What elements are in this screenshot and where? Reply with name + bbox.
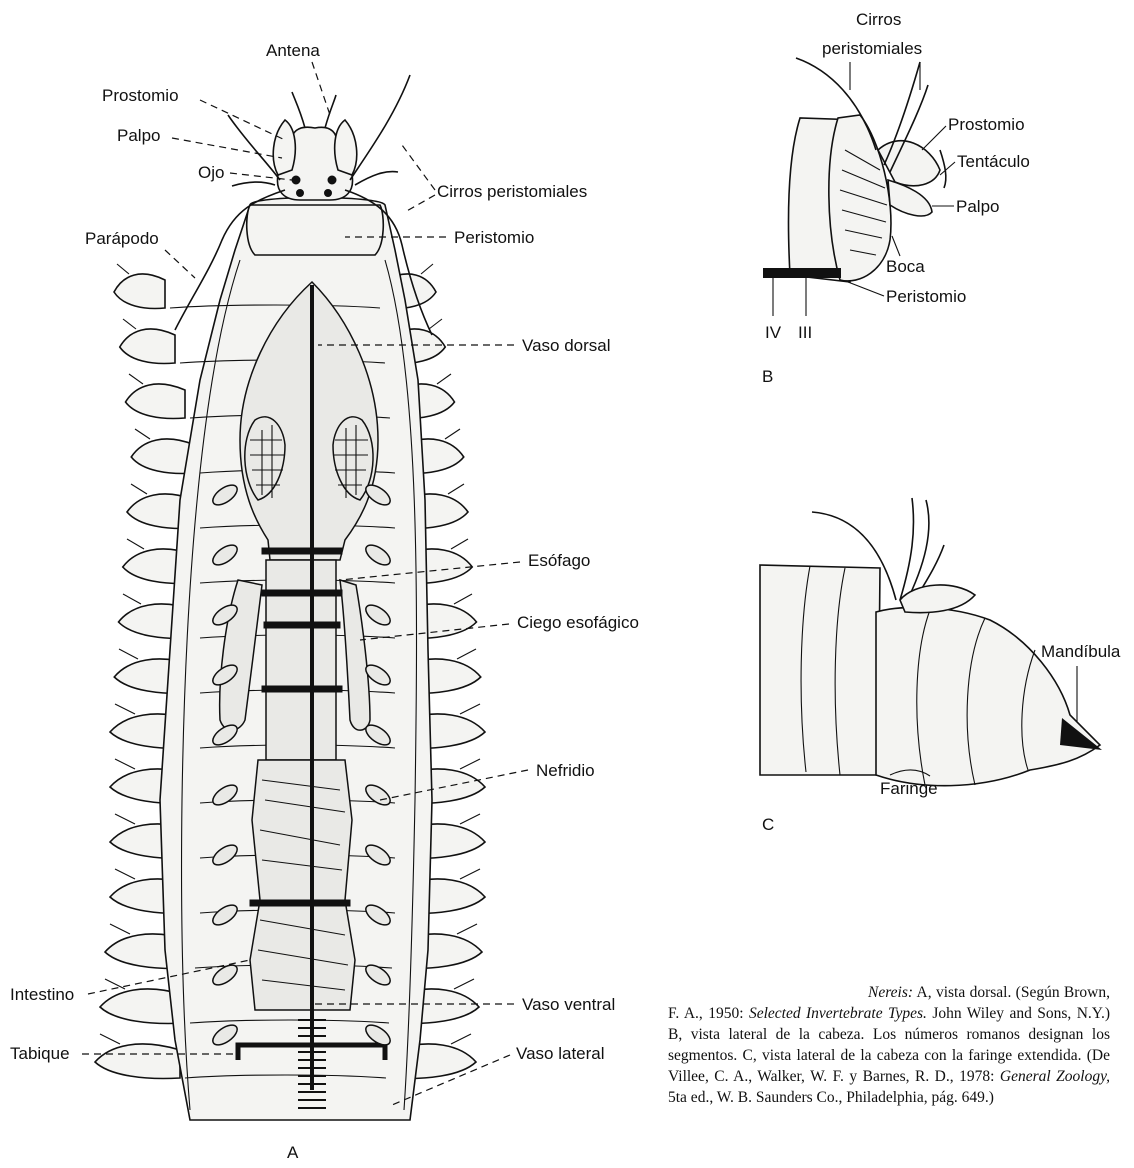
parapodium-seta-left xyxy=(123,594,141,604)
parapodium-seta-right xyxy=(437,374,451,384)
parapodium-left xyxy=(95,1044,180,1078)
label-seg-iv: IV xyxy=(765,323,782,342)
peristomium xyxy=(247,205,384,255)
label-parapodo: Parápodo xyxy=(85,229,159,248)
panel-letter-b: B xyxy=(762,367,773,386)
label-ojo: Ojo xyxy=(198,163,224,182)
mandible-c xyxy=(1060,718,1102,750)
parapodium-seta-right xyxy=(451,1034,471,1044)
label-prostomio-a: Prostomio xyxy=(102,86,179,105)
label-ciego: Ciego esofágico xyxy=(517,613,639,632)
caption-book1: Selected Invertebrate Types. xyxy=(749,1005,927,1022)
parapodium-seta-left xyxy=(110,924,130,934)
label-intestino: Intestino xyxy=(10,985,74,1004)
label-peristomio-b: Peristomio xyxy=(886,287,966,306)
parapodium-seta-right xyxy=(460,814,480,824)
parapodium-seta-right xyxy=(421,264,433,274)
parapodium-seta-left xyxy=(129,374,143,384)
parapodium-seta-left xyxy=(135,429,150,439)
label-antena: Antena xyxy=(266,41,320,60)
parapodium-seta-left xyxy=(115,704,135,714)
palp-left xyxy=(273,120,295,175)
label-nefridio: Nefridio xyxy=(536,761,595,780)
head-pharynx-view: Mandíbula Faringe C xyxy=(760,498,1121,834)
peristomium-b xyxy=(829,115,891,281)
parapodium-seta-right xyxy=(445,429,460,439)
panel-letter-a: A xyxy=(287,1143,299,1162)
parapodium-seta-left xyxy=(100,1034,120,1044)
prostomium-c xyxy=(900,585,975,613)
label-cirros-a: Cirros peristomiales xyxy=(437,182,587,201)
parapodium-seta-left xyxy=(115,759,135,769)
parapodium-left xyxy=(114,274,165,308)
figure-caption: Nereis: A, vista dorsal. (Según Brown, F… xyxy=(668,982,1110,1108)
label-cirros-b1: Cirros xyxy=(856,10,901,29)
label-palpo-b: Palpo xyxy=(956,197,999,216)
parapodium-seta-left xyxy=(115,814,135,824)
palp-right xyxy=(335,120,357,175)
parapodium-left xyxy=(126,384,186,418)
parapodium-seta-left xyxy=(119,649,138,659)
label-peristomio-a: Peristomio xyxy=(454,228,534,247)
parapodium-seta-right xyxy=(457,924,477,934)
parapodium-seta-left xyxy=(105,979,125,989)
parapodium-seta-right xyxy=(451,539,468,549)
parapodium-seta-right xyxy=(429,319,442,329)
panel-letter-c: C xyxy=(762,815,774,834)
label-vaso-ventral: Vaso ventral xyxy=(522,995,615,1014)
caption-book2: General Zoology, xyxy=(1000,1068,1110,1085)
label-tabique: Tabique xyxy=(10,1044,70,1063)
label-seg-iii: III xyxy=(798,323,812,342)
parapodium-seta-right xyxy=(454,594,472,604)
intestine xyxy=(250,760,355,1010)
label-esofago: Esófago xyxy=(528,551,590,570)
label-vaso-lateral: Vaso lateral xyxy=(516,1044,605,1063)
label-tentaculo: Tentáculo xyxy=(957,152,1030,171)
caption-genus: Nereis: xyxy=(868,984,913,1001)
label-vaso-dorsal: Vaso dorsal xyxy=(522,336,611,355)
parapodium-seta-right xyxy=(460,869,480,879)
parapodium-seta-right xyxy=(454,979,474,989)
parapodium-seta-right xyxy=(460,704,480,714)
label-cirros-b2: peristomiales xyxy=(822,39,922,58)
pharynx-c xyxy=(876,607,1100,785)
parapodium-seta-right xyxy=(448,484,464,494)
parapodium-seta-left xyxy=(117,264,129,274)
parapodium-left xyxy=(120,329,175,363)
parapodium-seta-left xyxy=(131,484,147,494)
parapodium-seta-left xyxy=(123,319,136,329)
caption-part3: 5ta ed., W. B. Saunders Co., Philadelphi… xyxy=(668,1089,994,1106)
head-lateral-view: IV III Cirros peristomiales Prostomio Te… xyxy=(762,10,1030,386)
parapodium-seta-left xyxy=(115,869,135,879)
label-palpo-a: Palpo xyxy=(117,126,160,145)
parapodium-seta-left xyxy=(127,539,144,549)
parapodium-seta-right xyxy=(460,759,480,769)
label-prostomio-b: Prostomio xyxy=(948,115,1025,134)
segment-band-dark xyxy=(763,268,841,278)
label-boca: Boca xyxy=(886,257,925,276)
body-c xyxy=(760,565,880,775)
parapodium-seta-right xyxy=(457,649,476,659)
label-mandibula: Mandíbula xyxy=(1041,642,1121,661)
label-faringe: Faringe xyxy=(880,779,938,798)
